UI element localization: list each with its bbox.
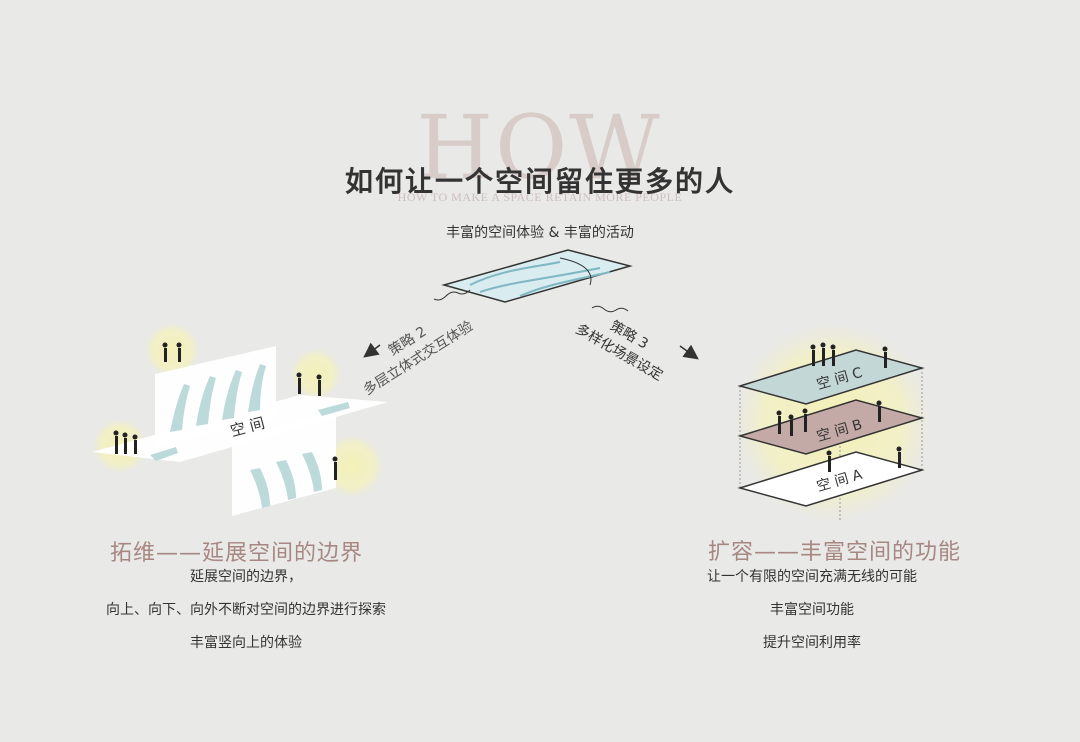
right-desc-line-1: 让一个有限的空间充满无线的可能 [707, 569, 917, 585]
right-section-heading: 扩容——丰富空间的功能 [708, 540, 962, 565]
left-desc-line-3: 丰富竖向上的体验 [190, 635, 302, 651]
background-how-word: HOW [416, 96, 662, 199]
left-description: 延展空间的边界， 向上、向下、向外不断对空间的边界进行探索 丰富竖向上的体验 [36, 567, 456, 666]
right-diagram [733, 322, 933, 522]
left-diagram [92, 322, 388, 516]
right-description: 让一个有限的空间充满无线的可能 丰富空间功能 提升空间利用率 [602, 567, 1022, 666]
strategy-2-arrow [363, 289, 471, 358]
left-section-heading: 拓维——延展空间的边界 [110, 541, 364, 566]
page-subtitle: 丰富的空间体验 & 丰富的活动 [446, 225, 634, 241]
left-desc-line-1: 延展空间的边界， [190, 569, 302, 585]
top-map-plane [441, 249, 633, 303]
right-desc-line-3: 提升空间利用率 [763, 635, 861, 651]
background-subtitle: HOW TO MAKE A SPACE RETAIN MORE PEOPLE [397, 190, 683, 204]
page-title: 如何让一个空间留住更多的人 [344, 165, 735, 198]
left-desc-line-2: 向上、向下、向外不断对空间的边界进行探索 [106, 602, 386, 618]
right-desc-line-2: 丰富空间功能 [770, 602, 854, 618]
strategy-3-arrow [591, 305, 699, 360]
